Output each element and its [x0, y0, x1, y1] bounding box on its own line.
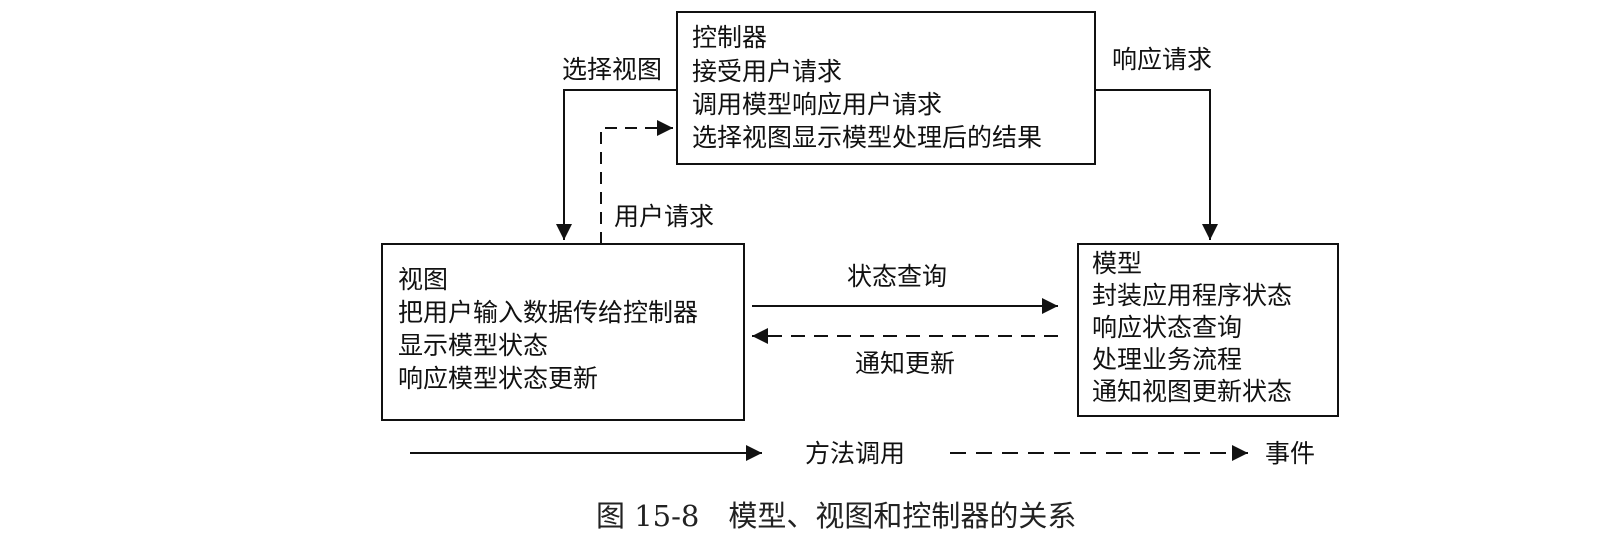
model-title: 模型: [1092, 249, 1142, 278]
user-request-arrow: [600, 120, 673, 244]
state-query-label: 状态查询: [847, 262, 947, 291]
view-title: 视图: [398, 265, 448, 294]
user-request-label: 用户请求: [614, 202, 714, 231]
model-line-2: 响应状态查询: [1092, 313, 1242, 342]
view-node: 视图 把用户输入数据传给控制器 显示模型状态 响应模型状态更新: [381, 243, 745, 421]
model-box: [1077, 243, 1339, 417]
view-line-3: 响应模型状态更新: [398, 364, 598, 393]
controller-title: 控制器: [692, 23, 767, 52]
view-line-2: 显示模型状态: [398, 331, 548, 360]
model-line-1: 封装应用程序状态: [1092, 281, 1292, 310]
figure-caption: 图 15-8 模型、视图和控制器的关系: [596, 499, 1076, 533]
legend: 方法调用 事件: [410, 439, 1315, 468]
view-box: [381, 243, 745, 421]
respond-request-arrow: [1095, 89, 1218, 240]
controller-line-3: 选择视图显示模型处理后的结果: [692, 123, 1042, 152]
model-line-4: 通知视图更新状态: [1092, 377, 1292, 406]
model-line-3: 处理业务流程: [1092, 345, 1242, 374]
select-view-label: 选择视图: [562, 55, 662, 84]
controller-box: [676, 11, 1096, 165]
model-node: 模型 封装应用程序状态 响应状态查询 处理业务流程 通知视图更新状态: [1077, 243, 1339, 417]
legend-method-call-label: 方法调用: [805, 439, 905, 468]
view-line-1: 把用户输入数据传给控制器: [398, 298, 698, 327]
legend-event-label: 事件: [1265, 439, 1315, 468]
controller-node: 控制器 接受用户请求 调用模型响应用户请求 选择视图显示模型处理后的结果: [676, 11, 1096, 165]
select-view-arrow: [556, 89, 677, 240]
controller-line-1: 接受用户请求: [692, 57, 842, 86]
controller-line-2: 调用模型响应用户请求: [692, 90, 942, 119]
respond-request-label: 响应请求: [1112, 45, 1212, 74]
notify-update-label: 通知更新: [855, 349, 955, 378]
